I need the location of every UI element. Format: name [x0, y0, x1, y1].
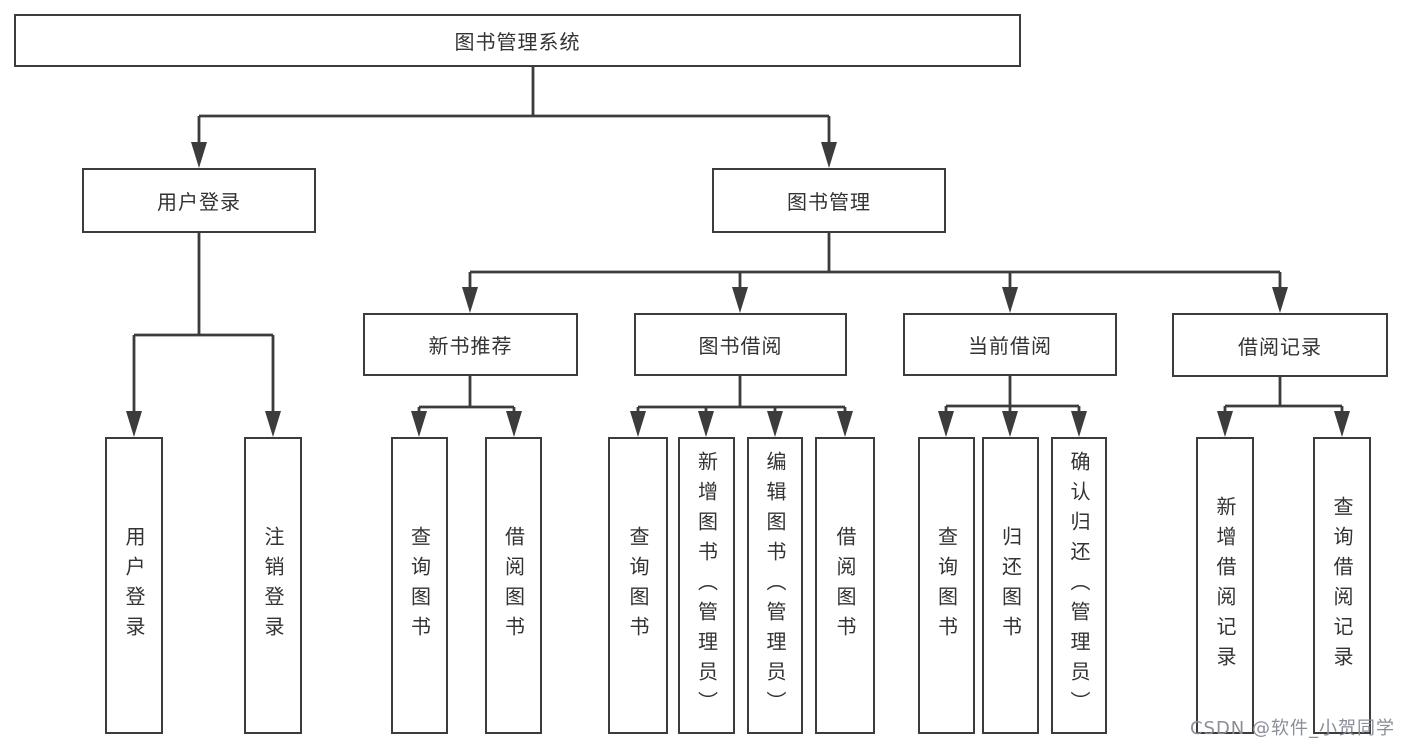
leaf-logout-label: 注销登录: [261, 525, 285, 646]
leaf-add-borrow-record: 新增借阅记录: [1196, 437, 1254, 734]
leaf-user-login: 用户登录: [105, 437, 163, 734]
node-new-book-recommendation-label: 新书推荐: [428, 334, 513, 358]
leaf-query-borrow-record-label: 查询借阅记录: [1330, 495, 1354, 676]
leaf-confirm-return-admin-label: 确认归还（管理员）: [1067, 450, 1091, 721]
leaf-logout: 注销登录: [244, 437, 302, 734]
node-new-book-recommendation: 新书推荐: [363, 313, 578, 376]
leaf-add-books-admin: 新增图书（管理员）: [678, 437, 735, 734]
node-borrowing-records: 借阅记录: [1172, 313, 1388, 377]
leaf-borrow-books-recommend: 借阅图书: [485, 437, 542, 734]
leaf-add-books-admin-label: 新增图书（管理员）: [694, 450, 719, 721]
leaf-query-books-borrow: 查询图书: [608, 437, 668, 734]
leaf-return-books: 归还图书: [982, 437, 1039, 734]
leaf-edit-books-admin-label: 编辑图书（管理员）: [763, 450, 787, 721]
leaf-confirm-return-admin: 确认归还（管理员）: [1051, 437, 1107, 734]
leaf-return-books-label: 归还图书: [998, 525, 1023, 646]
leaf-query-books-borrow-label: 查询图书: [626, 525, 650, 646]
node-root: 图书管理系统: [14, 14, 1021, 67]
leaf-add-borrow-record-label: 新增借阅记录: [1213, 495, 1237, 676]
node-book-management: 图书管理: [712, 168, 946, 233]
node-root-label: 图书管理系统: [454, 30, 581, 54]
leaf-borrow-books-recommend-label: 借阅图书: [501, 525, 526, 646]
node-book-borrowing-label: 图书借阅: [698, 334, 783, 358]
node-current-borrowing-label: 当前借阅: [968, 334, 1052, 358]
leaf-borrow-books: 借阅图书: [815, 437, 875, 734]
leaf-query-borrow-record: 查询借阅记录: [1313, 437, 1371, 734]
leaf-query-books-current: 查询图书: [918, 437, 975, 734]
node-book-borrowing: 图书借阅: [634, 313, 847, 376]
watermark: CSDN @软件_小贺同学: [1189, 718, 1395, 739]
node-borrowing-records-label: 借阅记录: [1238, 334, 1322, 359]
node-book-management-label: 图书管理: [787, 190, 871, 214]
leaf-query-books-recommend: 查询图书: [391, 437, 448, 734]
node-user-login-label: 用户登录: [157, 190, 241, 214]
leaf-borrow-books-label: 借阅图书: [833, 525, 857, 646]
leaf-query-books-current-label: 查询图书: [934, 525, 959, 646]
leaf-user-login-label: 用户登录: [122, 525, 146, 646]
node-current-borrowing: 当前借阅: [903, 313, 1117, 376]
node-user-login: 用户登录: [82, 168, 316, 233]
leaf-edit-books-admin: 编辑图书（管理员）: [747, 437, 803, 734]
leaf-query-books-recommend-label: 查询图书: [407, 525, 432, 646]
